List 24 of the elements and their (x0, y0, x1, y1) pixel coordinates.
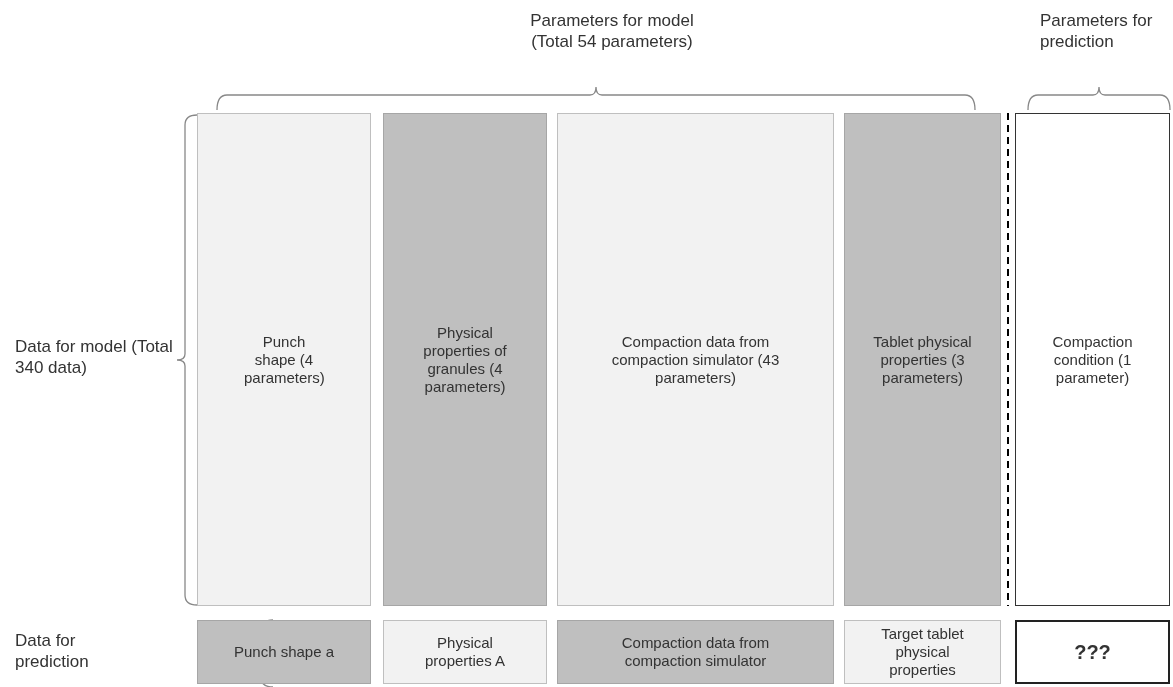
box-text: Target tablet physical properties (880, 625, 965, 679)
box-text: Physical properties of granules (4 parameters) (422, 323, 508, 396)
data-box (557, 113, 834, 606)
box-text: Compaction condition (1 parameter) (1051, 332, 1134, 387)
data-box (197, 113, 371, 606)
data-box (1015, 113, 1170, 606)
data-box (557, 620, 834, 684)
row-header: Data for model (Total 340 data) (15, 336, 174, 379)
box-text: Tablet physical properties (3 parameters) (872, 332, 973, 387)
box-text: Punch shape (4 parameters) (244, 332, 324, 387)
box-text: Compaction data from compaction simulator (43 parameters) (610, 332, 781, 387)
data-box (197, 620, 371, 684)
row-header: Data for prediction (15, 630, 90, 673)
column-header: Parameters for prediction (1040, 10, 1154, 53)
box-text: Compaction data from compaction simulator (620, 634, 771, 670)
box-text: Punch shape a (233, 643, 335, 661)
data-box (383, 620, 547, 684)
data-box (383, 113, 547, 606)
unknown-value-box (1015, 620, 1170, 684)
box-text: ??? (1074, 640, 1111, 664)
box-text: Physical properties A (423, 634, 506, 670)
column-header: Parameters for model (Total 54 parameters) (529, 10, 695, 53)
data-box (844, 620, 1001, 684)
data-box (844, 113, 1001, 606)
